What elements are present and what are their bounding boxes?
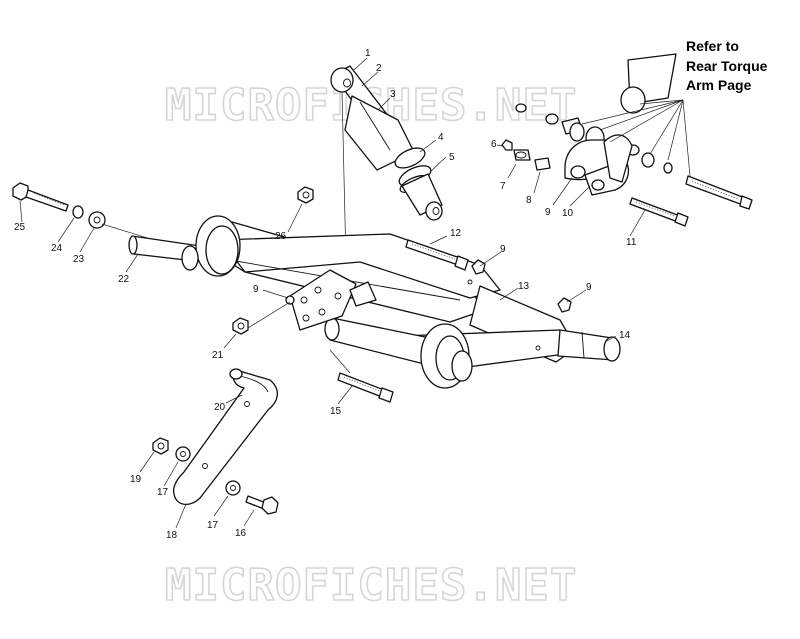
reference-note: Refer to Rear Torque Arm Page [686,38,768,93]
shock-mount-plate [232,239,572,403]
callout-25: 25 [14,222,26,233]
watermark-bottom: MICROFICHES.NET [165,560,577,611]
shock-absorber [330,65,443,263]
callout-11: 11 [626,237,637,248]
left-bolt-stack [12,182,314,249]
callout-8: 8 [526,195,532,206]
note-line-3: Arm Page [686,77,752,93]
callout-13: 13 [518,281,530,292]
callout-6: 6 [491,139,497,150]
callout-19: 19 [130,474,142,485]
rear-mount-hardware [501,53,753,227]
callout-21: 21 [212,350,224,361]
callout-1: 1 [365,48,371,59]
callout-4: 4 [438,132,444,143]
callout-18: 18 [166,530,178,541]
callout-9-rear: 9 [545,207,551,218]
callout-24: 24 [51,243,63,254]
a-arm-assembly [128,215,621,389]
note-line-1: Refer to [686,38,739,54]
callout-22: 22 [118,274,130,285]
callout-7: 7 [500,181,506,192]
callout-12: 12 [450,228,462,239]
callout-5: 5 [449,152,455,163]
leader-lines [19,57,646,529]
link-arm [152,368,279,515]
callout-17-left: 17 [157,487,169,498]
callout-16: 16 [235,528,247,539]
callout-17-right: 17 [207,520,219,531]
callout-2: 2 [376,63,382,74]
callout-9-upper: 9 [500,244,506,255]
callout-26: 26 [275,231,287,242]
callout-labels: 1 2 3 4 5 6 7 8 9 10 11 12 9 13 9 14 15 … [14,48,637,541]
callout-10: 10 [562,208,574,219]
callout-9-right: 9 [586,282,592,293]
callout-15: 15 [330,406,342,417]
callout-20: 20 [214,402,226,413]
callout-3: 3 [390,89,396,100]
callout-14: 14 [619,330,631,341]
callout-9-left: 9 [253,284,259,295]
callout-23: 23 [73,254,85,265]
note-line-2: Rear Torque [686,58,768,74]
